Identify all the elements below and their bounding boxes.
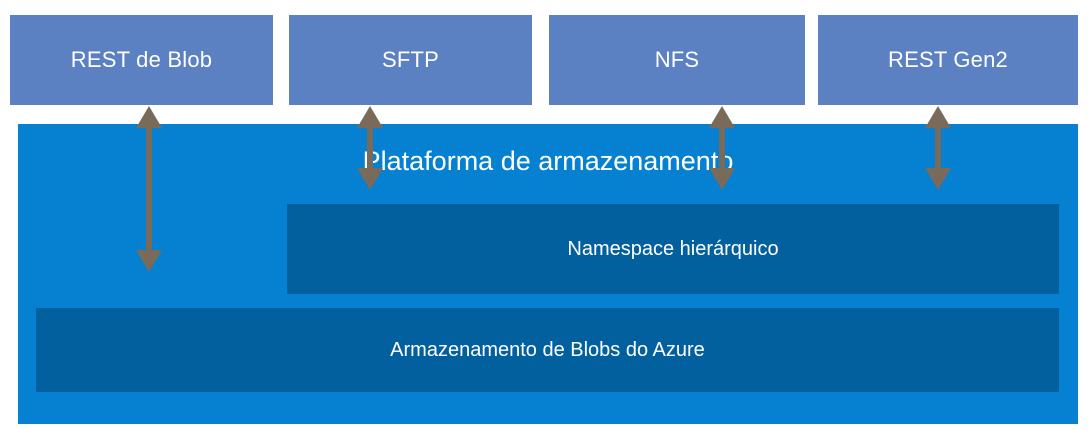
protocol-label-nfs: NFS	[654, 47, 700, 72]
protocol-box-nfs[interactable]: NFS	[549, 15, 805, 105]
arrow-nfs-to-hierarchical-namespace	[704, 106, 740, 190]
protocol-label-rest-blob: REST de Blob	[70, 47, 213, 72]
storage-platform-panel: Plataforma de armazenamento Namespace hi…	[18, 124, 1078, 424]
arrow-rest-gen2-to-hierarchical-namespace	[920, 106, 956, 190]
layer-label-blob-storage: Armazenamento de Blobs do Azure	[390, 339, 705, 361]
protocol-box-sftp[interactable]: SFTP	[289, 15, 532, 105]
layer-box-hierarchical-namespace[interactable]: Namespace hierárquico	[287, 204, 1059, 294]
protocol-label-rest-gen2: REST Gen2	[887, 47, 1008, 72]
storage-platform-title: Plataforma de armazenamento	[362, 146, 734, 176]
protocol-box-rest-gen2[interactable]: REST Gen2	[818, 15, 1078, 105]
layer-box-blob-storage[interactable]: Armazenamento de Blobs do Azure	[36, 308, 1059, 392]
protocol-label-sftp: SFTP	[381, 47, 440, 72]
arrow-rest-blob-to-blob-storage	[131, 106, 167, 272]
arrow-sftp-to-hierarchical-namespace	[352, 106, 388, 190]
layer-label-hierarchical-namespace: Namespace hierárquico	[567, 238, 779, 260]
protocol-box-rest-blob[interactable]: REST de Blob	[10, 15, 273, 105]
